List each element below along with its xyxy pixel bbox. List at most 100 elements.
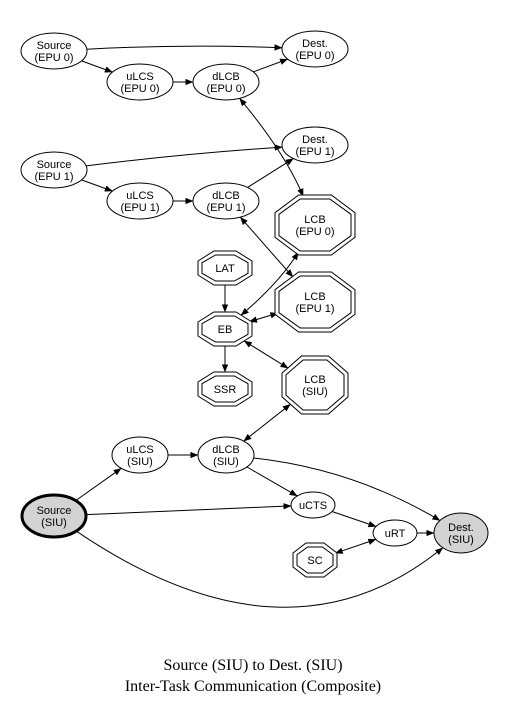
- node-ulcs-epu1: uLCS(EPU 1): [106, 182, 174, 220]
- node-shape-outer: [197, 371, 253, 407]
- node-shape-inner: [201, 375, 249, 403]
- node-label-line2: (EPU 1): [206, 202, 245, 214]
- edge-dlcb-epu0-to-dest-epu0: [253, 58, 289, 73]
- edge-dlcb-siu-to-lcb-siu: [243, 403, 291, 442]
- node-shape: [20, 151, 88, 189]
- edge-sc-to-urt: [334, 538, 377, 554]
- edge-source-siu-to-ucts: [85, 503, 292, 516]
- edge-source-epu0-to-ulcs-epu0: [81, 60, 113, 73]
- node-shape: [20, 32, 88, 70]
- node-label-line2: (EPU 1): [295, 303, 334, 315]
- node-shape: [433, 512, 489, 554]
- node-label-line2: (SIU): [213, 456, 239, 468]
- edge-eb-to-lcb-siu: [243, 340, 289, 369]
- node-label-line2: (EPU 0): [120, 83, 159, 95]
- node-shape-inner: [285, 359, 345, 411]
- node-label-line1: LAT: [215, 263, 235, 275]
- node-label-line2: (EPU 0): [295, 226, 334, 238]
- node-label-line1: dLCB: [212, 444, 240, 456]
- node-shape: [20, 493, 88, 539]
- node-shape: [281, 30, 349, 68]
- node-label-line2: (SIU): [127, 456, 153, 468]
- node-shape: [106, 63, 174, 101]
- node-dlcb-epu1: dLCB(EPU 1): [192, 182, 260, 220]
- node-label-line1: Source: [37, 40, 72, 52]
- node-label-line1: Source: [37, 159, 72, 171]
- node-label-line1: Dest.: [302, 134, 328, 146]
- node-shape-outer: [274, 271, 356, 333]
- edge-source-epu1-to-ulcs-epu1: [81, 179, 113, 192]
- edge-source-siu-to-dest-siu: [75, 530, 444, 608]
- node-shape: [281, 126, 349, 164]
- node-label-line1: uLCS: [126, 444, 154, 456]
- node-label-line1: uCTS: [299, 500, 327, 512]
- node-shape: [106, 182, 174, 220]
- node-label-line2: (SIU): [41, 517, 67, 529]
- node-label-line2: (SIU): [302, 386, 328, 398]
- edge-dlcb-epu1-to-dest-epu1: [247, 158, 294, 188]
- node-ssr: SSR: [197, 371, 253, 407]
- node-label-line1: SC: [307, 555, 322, 567]
- node-dest-siu: Dest.(SIU): [433, 512, 489, 554]
- edge-dlcb-siu-to-dest-siu: [253, 457, 441, 521]
- edge-source-siu-to-ulcs-siu: [75, 467, 122, 502]
- node-label-line1: LCB: [304, 291, 325, 303]
- node-lcb-epu0: LCB(EPU 0): [274, 194, 356, 256]
- node-label-line1: LCB: [304, 214, 325, 226]
- node-urt: uRT: [372, 519, 418, 547]
- node-label-line1: uLCS: [126, 71, 154, 83]
- node-shape: [192, 182, 260, 220]
- node-dlcb-epu0: dLCB(EPU 0): [192, 63, 260, 101]
- edge-eb-to-lcb-epu1: [249, 312, 279, 323]
- node-ulcs-epu0: uLCS(EPU 0): [106, 63, 174, 101]
- node-ulcs-siu: uLCS(SIU): [111, 436, 169, 474]
- node-source-epu0: Source(EPU 0): [20, 32, 88, 70]
- node-shape-inner: [296, 546, 334, 574]
- node-source-epu1: Source(EPU 1): [20, 151, 88, 189]
- node-shape-outer: [197, 250, 253, 286]
- node-shape-inner: [278, 275, 352, 329]
- node-shape-outer: [197, 311, 253, 347]
- node-shape: [290, 491, 336, 519]
- node-shape-outer: [274, 194, 356, 256]
- node-label-line1: Dest.: [448, 522, 474, 534]
- node-label-line2: (EPU 1): [34, 171, 73, 183]
- node-lcb-epu1: LCB(EPU 1): [274, 271, 356, 333]
- node-ucts: uCTS: [290, 491, 336, 519]
- node-shape-inner: [201, 254, 249, 282]
- node-dest-epu0: Dest.(EPU 0): [281, 30, 349, 68]
- node-label-line1: Dest.: [302, 38, 328, 50]
- node-shape-outer: [281, 355, 349, 415]
- edge-dlcb-siu-to-ucts: [246, 466, 298, 497]
- node-label-line2: (EPU 0): [34, 52, 73, 64]
- node-lcb-siu: LCB(SIU): [281, 355, 349, 415]
- node-label-line1: uLCS: [126, 190, 154, 202]
- node-shape: [197, 436, 255, 474]
- node-label-line1: LCB: [304, 374, 325, 386]
- node-label-line2: (EPU 1): [295, 146, 334, 158]
- node-sc: SC: [292, 542, 338, 578]
- node-label-line2: (EPU 0): [295, 50, 334, 62]
- node-shape-inner: [201, 315, 249, 343]
- edge-source-epu1-to-dest-epu1: [86, 144, 283, 167]
- edge-ucts-to-urt: [331, 511, 377, 528]
- node-shape: [192, 63, 260, 101]
- caption-title: Source (SIU) to Dest. (SIU): [163, 657, 342, 674]
- node-dlcb-siu: dLCB(SIU): [197, 436, 255, 474]
- node-label-line1: SSR: [214, 384, 237, 396]
- node-label-line2: (EPU 1): [120, 202, 159, 214]
- node-eb: EB: [197, 311, 253, 347]
- caption-subtitle: Inter-Task Communication (Composite): [125, 678, 381, 695]
- node-label-line1: Source: [37, 505, 72, 517]
- node-shape: [111, 436, 169, 474]
- node-label-line2: (SIU): [448, 534, 474, 546]
- node-label-line1: EB: [218, 324, 233, 336]
- node-label-line1: dLCB: [212, 190, 240, 202]
- node-lat: LAT: [197, 250, 253, 286]
- node-source-siu: Source(SIU): [20, 493, 88, 539]
- node-shape-outer: [292, 542, 338, 578]
- node-label-line2: (EPU 0): [206, 83, 245, 95]
- node-dest-epu1: Dest.(EPU 1): [281, 126, 349, 164]
- node-label-line1: dLCB: [212, 71, 240, 83]
